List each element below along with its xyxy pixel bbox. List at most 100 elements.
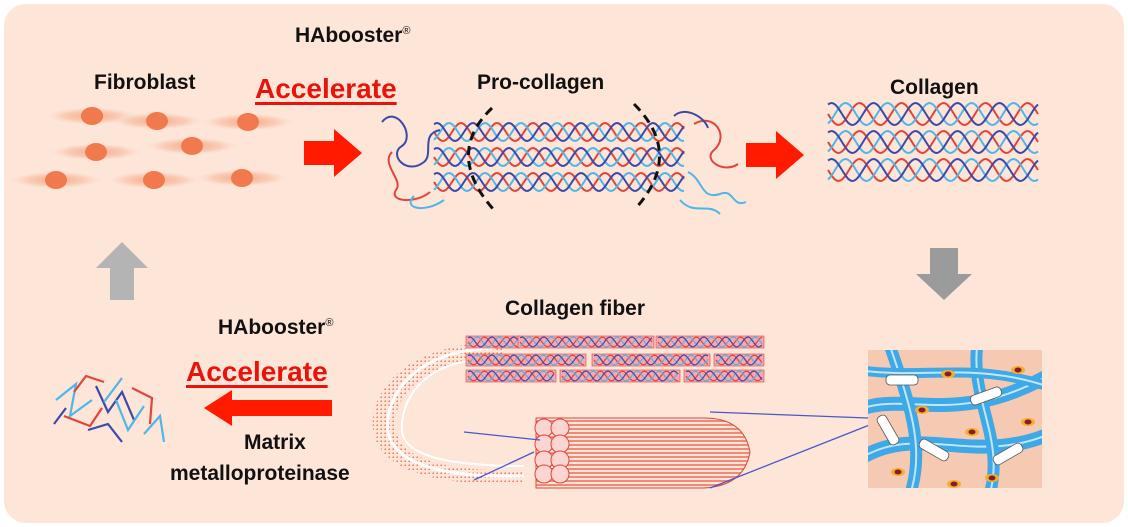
fiber-crosslink [918,438,950,462]
microfibril-strand [715,354,763,366]
procollagen-tail [409,195,445,210]
procollagen-label: Pro-collagen [477,71,605,94]
habooster-label-bottom: HAbooster® [218,316,333,340]
cell-nucleus [81,107,103,125]
fibroblast-cell [194,169,290,187]
microfibril [517,335,655,349]
procollagen-tail [381,115,441,168]
procollagen-illustration [381,102,747,215]
collagen-strand [827,101,1039,127]
collagen-fragment [55,381,93,419]
fibril-end [534,464,554,484]
procollagen-strand [433,122,684,142]
arrow-degradation [204,390,332,426]
procollagen-strand [433,122,685,142]
fibroblast-cell [200,113,296,131]
cell-nucleus [143,171,165,189]
fibroblast-cell [48,143,144,161]
procollagen-tail [687,171,747,205]
microfibril-strand [561,370,679,382]
tissue-fiber-highlight [890,350,918,488]
collagen-fragment [87,422,123,443]
tissue-cell-nucleus [894,469,902,475]
collagen-strand [827,129,1039,155]
cell-nucleus [85,143,107,161]
tissue-cell-nucleus [944,371,952,377]
microfibril-strand [593,354,709,366]
tissue-fiber-highlight [868,377,1042,408]
cell-nucleus [146,112,168,130]
collagen-fragment [143,413,166,443]
procollagen-strand [433,122,685,142]
microfibril-strand [685,370,763,382]
fibril-end [550,418,570,438]
microfibril-strand [467,354,585,366]
collagen-illustration [827,101,1039,183]
collagen-fragment [53,407,67,425]
fibril-end [534,418,554,438]
fibroblast-cell [109,112,205,130]
fibroblast-cells [8,107,296,189]
registered-mark-top: ® [402,25,411,37]
procollagen-tail [679,199,721,215]
collagen-fiber-illustration [372,335,873,489]
cell-nucleus [231,169,253,187]
microfibril-strand [467,354,585,366]
tissue-cell-nucleus [950,481,958,487]
arrow-down-grey [916,248,972,300]
cell-nucleus [45,171,67,189]
microfibril-strand [467,336,519,348]
fiber-crosslink [876,414,900,446]
fibril-end [550,434,570,454]
microfibril [713,353,765,367]
microfibril-strand [657,336,763,348]
procollagen-tail [693,119,739,169]
collagen-strand [827,129,1039,155]
fiber-crosslink [992,442,1024,466]
collagen-fragment [95,385,136,421]
tissue-cell-nucleus [1014,367,1022,373]
collagen-strand [827,101,1039,127]
microfibril-strand [467,336,519,348]
tissue-cell-nucleus [918,407,926,413]
collagen-fragment [63,407,103,428]
microfibril [465,335,521,349]
collagen-fiber-label: Collagen fiber [505,297,646,320]
procollagen-strand [433,172,685,192]
microfibril-strand [561,370,679,382]
microfibril-strand [657,336,763,348]
tissue-cell-nucleus [968,429,976,435]
microfibril-strand [467,336,519,348]
fibril-end [550,464,570,484]
collagen-label: Collagen [890,76,979,99]
arrow-fibroblast-to-procollagen [304,129,362,177]
diagram-canvas: HAbooster® Fibroblast Accelerate Pro-col… [4,4,1124,523]
microfibril-strand [561,370,679,382]
fibril-end [534,434,554,454]
arrow-up-grey [96,242,148,300]
fiber-crosslink [969,386,1003,406]
microfibril-strand [519,336,653,348]
habooster-text-top: HAbooster [295,24,403,47]
microfibril [655,335,765,349]
microfibril-strand [657,336,763,348]
enzyme-label-line2: metalloproteinase [170,462,350,485]
fibroblast-cell [144,137,240,155]
collagen-strand [827,129,1039,155]
tissue-panel [868,350,1042,488]
microfibril-strand [467,370,555,382]
procollagen-strand [433,172,685,192]
procollagen-strand [433,147,685,167]
microfibril-strand [519,336,653,348]
registered-mark-bottom: ® [325,317,334,329]
arrow-procollagen-to-collagen [746,131,804,179]
collagen-strand [827,101,1039,127]
microfibril [559,369,681,383]
microfibril-strand [519,336,653,348]
microfibril-strand [685,370,763,382]
collagen-fragment [131,387,154,425]
accelerate-label-top: Accelerate [255,73,397,104]
habooster-label-top: HAbooster® [295,24,410,48]
microfibril-strand [467,354,585,366]
tissue-fiber-highlight [868,435,1042,456]
